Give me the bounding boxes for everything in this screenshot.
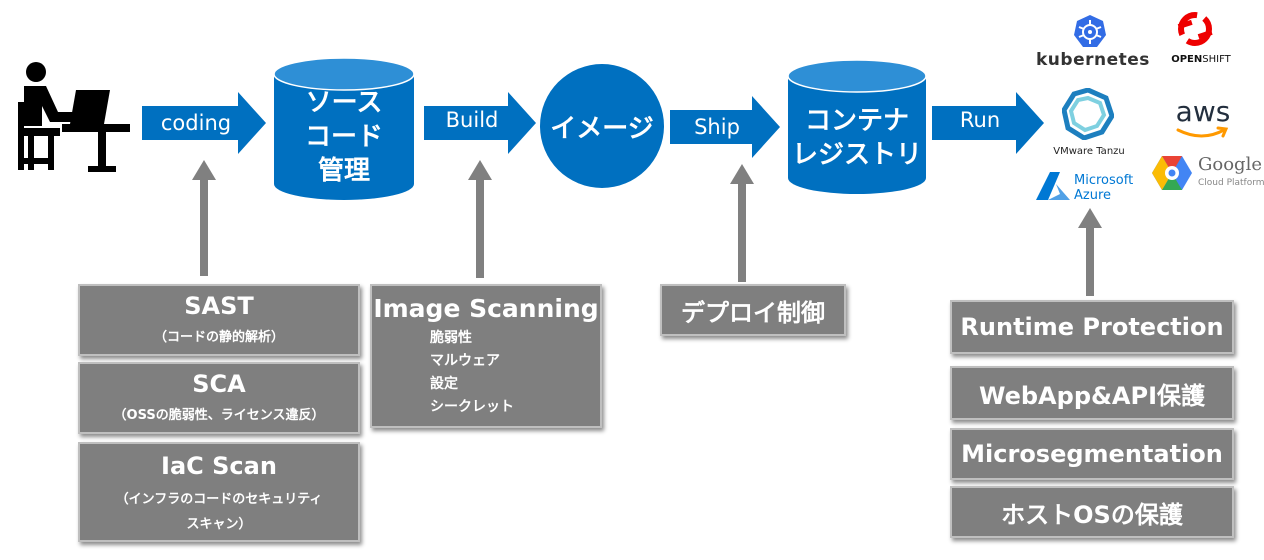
run-arrow — [932, 92, 1044, 154]
iac-title: IaC Scan — [161, 452, 277, 480]
source-code-cylinder — [273, 57, 415, 200]
openshift-label-shift: SHIFT — [1202, 54, 1231, 65]
image-scanning-box: Image Scanning 脆弱性 マルウェア 設定 シークレット — [370, 284, 602, 428]
host-os-label: ホストOSの保護 — [1001, 500, 1183, 529]
registry-label: コンテナ レジストリ — [786, 104, 928, 172]
deploy-up-arrow — [730, 164, 754, 282]
sast-subtitle: （コードの静的解析） — [153, 330, 284, 345]
image-scanning-title: Image Scanning — [373, 294, 599, 323]
aws-smile-icon — [1176, 126, 1229, 138]
sca-subtitle: （OSSの脆弱性、ライセンス違反） — [113, 408, 325, 423]
image-scanning-items: 脆弱性 マルウェア 設定 シークレット — [430, 327, 600, 419]
google-label: Google — [1198, 154, 1262, 175]
openshift-label: OPENSHIFT — [1166, 54, 1236, 65]
registry-line-1: コンテナ — [804, 106, 909, 136]
developer-icon — [18, 62, 130, 172]
kubernetes-label: kubernetes — [1036, 50, 1150, 70]
openshift-icon — [1177, 12, 1213, 46]
image-scan-item-malware: マルウェア — [430, 353, 500, 369]
coding-arrow — [142, 92, 266, 154]
image-label: イメージ — [550, 113, 654, 144]
kubernetes-icon — [1074, 15, 1106, 47]
iac-subtitle-line-2: スキャン） — [186, 517, 252, 532]
image-scan-item-secret: シークレット — [430, 399, 514, 415]
sca-box: SCA （OSSの脆弱性、ライセンス違反） — [78, 362, 360, 434]
image-scan-item-config: 設定 — [430, 376, 458, 392]
runtime-protection-label: Runtime Protection — [960, 313, 1224, 341]
microsegmentation-label: Microsegmentation — [961, 440, 1223, 468]
vmware-tanzu-label: VMware Tanzu — [1053, 146, 1125, 157]
aws-label: aws — [1175, 95, 1231, 128]
source-code-line-1: ソース — [305, 88, 383, 118]
ship-arrow — [670, 96, 780, 158]
microsoft-label: Microsoft — [1074, 173, 1134, 188]
registry-line-2: レジストリ — [791, 140, 922, 170]
iac-subtitle-line-1: （インフラのコードのセキュリティ — [115, 492, 323, 507]
webapp-api-label: WebApp&API保護 — [978, 381, 1206, 410]
source-code-label: ソース コード 管理 — [272, 86, 416, 188]
cloud-platform-label: Cloud Platform — [1198, 178, 1264, 188]
microsegmentation-box: Microsegmentation — [950, 428, 1234, 480]
runtime-protection-box: Runtime Protection — [950, 300, 1234, 354]
webapp-api-box: WebApp&API保護 — [950, 366, 1234, 420]
host-os-box: ホストOSの保護 — [950, 486, 1234, 538]
run-label: Run — [959, 108, 1001, 132]
sast-box: SAST （コードの静的解析） — [78, 284, 360, 356]
ship-label: Ship — [694, 115, 740, 139]
registry-cylinder — [787, 59, 927, 194]
build-arrow — [424, 92, 536, 154]
sca-title: SCA — [192, 370, 246, 398]
azure-icon — [1036, 172, 1070, 200]
image-circle: イメージ — [540, 64, 664, 188]
iac-scan-box: IaC Scan （インフラのコードのセキュリティ スキャン） — [78, 442, 360, 542]
runtime-up-arrow — [1078, 208, 1102, 296]
azure-label: Azure — [1074, 188, 1112, 203]
source-code-line-2: コード — [304, 122, 383, 152]
source-code-line-3: 管理 — [317, 156, 370, 186]
deploy-control-label: デプロイ制御 — [681, 298, 825, 327]
openshift-label-open: OPEN — [1171, 54, 1203, 65]
google-cloud-icon — [1152, 156, 1192, 190]
image-scan-up-arrow — [468, 160, 492, 278]
build-label: Build — [445, 108, 499, 132]
coding-label: coding — [160, 111, 232, 135]
deploy-control-box: デプロイ制御 — [660, 284, 846, 336]
image-scan-item-vulnerability: 脆弱性 — [430, 330, 472, 346]
vmware-tanzu-icon — [1062, 88, 1114, 140]
sast-up-arrow — [192, 160, 216, 276]
sast-title: SAST — [184, 292, 254, 320]
